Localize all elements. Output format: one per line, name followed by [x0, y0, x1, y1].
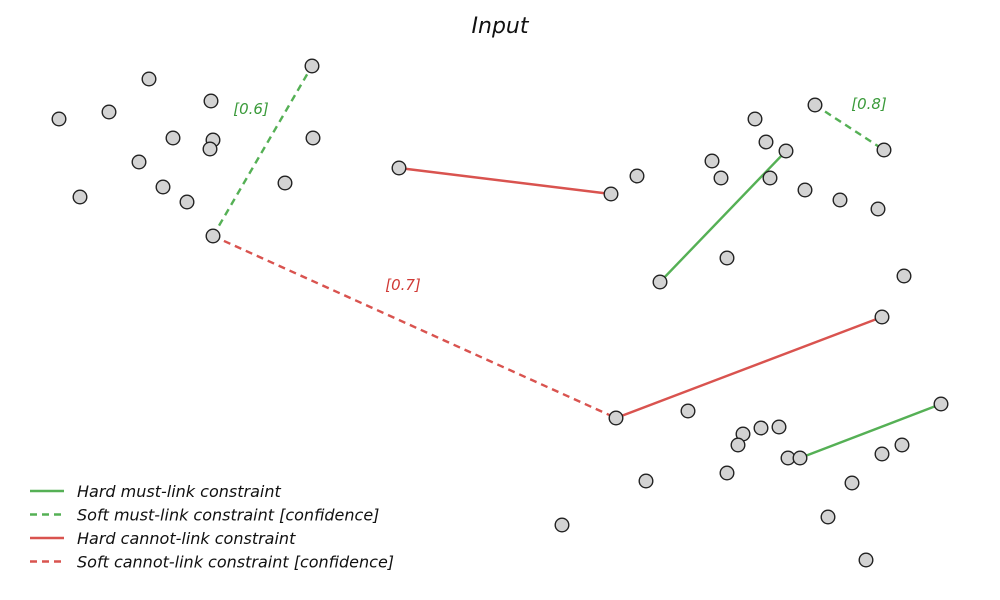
diagram-title: Input — [472, 14, 530, 39]
data-point — [165, 130, 181, 146]
data-point — [72, 189, 88, 205]
data-point — [896, 268, 912, 284]
soft-cannot-link-edge — [212, 234, 617, 420]
data-point — [747, 111, 763, 127]
data-point — [858, 552, 874, 568]
data-point — [638, 473, 654, 489]
data-point — [730, 437, 746, 453]
data-point — [704, 153, 720, 169]
data-point — [874, 309, 890, 325]
data-point — [652, 274, 668, 290]
soft-must-link-edge — [814, 103, 885, 152]
data-point — [933, 396, 949, 412]
data-point — [179, 194, 195, 210]
hard-cannot-link-edge — [615, 315, 883, 420]
data-point — [771, 419, 787, 435]
data-point — [203, 93, 219, 109]
data-point — [205, 228, 221, 244]
data-point — [608, 410, 624, 426]
legend-label: Hard must-link constraint — [77, 482, 281, 501]
confidence-label: [0.8] — [851, 95, 887, 113]
data-point — [820, 509, 836, 525]
legend-label: Soft cannot-link constraint [confidence] — [77, 553, 394, 572]
data-point — [155, 179, 171, 195]
data-point — [753, 420, 769, 436]
data-point — [603, 186, 619, 202]
data-point — [101, 104, 117, 120]
legend-label: Hard cannot-link constraint — [77, 529, 296, 548]
data-point — [629, 168, 645, 184]
data-point — [719, 465, 735, 481]
data-point — [554, 517, 570, 533]
data-point — [870, 201, 886, 217]
data-point — [762, 170, 778, 186]
confidence-label: [0.6] — [233, 100, 269, 118]
data-point — [131, 154, 147, 170]
data-points — [51, 58, 949, 568]
data-point — [807, 97, 823, 113]
data-point — [876, 142, 892, 158]
data-point — [202, 141, 218, 157]
hard-cannot-link-edge — [398, 166, 612, 196]
data-point — [832, 192, 848, 208]
legend-label: Soft must-link constraint [confidence] — [77, 506, 379, 525]
data-point — [797, 182, 813, 198]
data-point — [844, 475, 860, 491]
data-point — [713, 170, 729, 186]
constraint-edges — [211, 65, 942, 460]
soft-must-link-edge — [211, 65, 314, 237]
data-point — [778, 143, 794, 159]
confidence-labels: [0.6] [0.8] [0.7] — [233, 95, 887, 294]
data-point — [304, 58, 320, 74]
data-point — [51, 111, 67, 127]
data-point — [894, 437, 910, 453]
data-point — [874, 446, 890, 462]
data-point — [391, 160, 407, 176]
data-point — [719, 250, 735, 266]
confidence-label: [0.7] — [385, 276, 421, 294]
data-point — [680, 403, 696, 419]
data-point — [792, 450, 808, 466]
data-point — [277, 175, 293, 191]
data-point — [758, 134, 774, 150]
hard-must-link-edge — [799, 402, 942, 460]
data-point — [305, 130, 321, 146]
data-point — [141, 71, 157, 87]
